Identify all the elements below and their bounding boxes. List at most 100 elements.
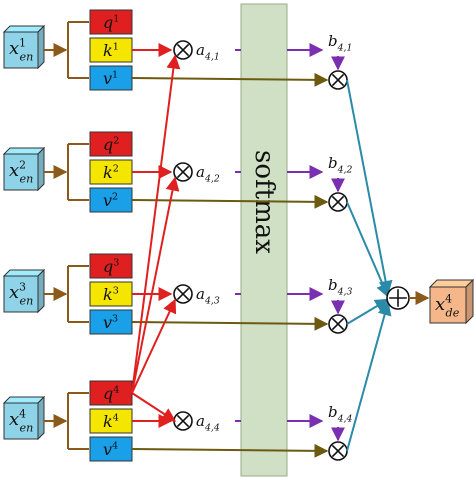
b-label-3-sub: 4,3 <box>337 287 353 298</box>
k-label-3-sup: 3 <box>113 285 119 296</box>
multiply-a-4 <box>173 411 193 431</box>
encoder-cube-4-side <box>37 395 45 441</box>
sum-arrow-2 <box>346 201 390 298</box>
decoder-label-sub: de <box>446 306 460 319</box>
v-label-1: v1 <box>103 69 118 88</box>
a-label-2-base: a <box>196 163 205 181</box>
b-label-1-sub: 4,1 <box>337 43 353 54</box>
multiply-a-4-stroke-b <box>176 414 190 428</box>
q-box-3 <box>89 253 133 279</box>
v-label-3-sup: 3 <box>112 313 118 324</box>
b-label-2-base: b <box>328 154 338 172</box>
multiply-b-2 <box>328 192 348 212</box>
k-label-3: k3 <box>103 285 119 304</box>
v-arrow-3 <box>131 316 329 331</box>
encoder-cube-3-top <box>2 269 46 277</box>
b-label-4-sub: 4,4 <box>337 414 353 425</box>
encoder-label-2-sup: 2 <box>19 158 26 171</box>
q4-fan-arrow-4 <box>131 392 177 422</box>
multiply-a-2-stroke-b <box>176 165 190 179</box>
q4-fan-arrow-2 <box>131 176 180 394</box>
v-box-2 <box>89 187 133 213</box>
q4-fan-arrow-1 <box>131 54 181 394</box>
v-label-3-base: v <box>103 313 112 332</box>
a-label-3-base: a <box>196 285 205 303</box>
multiply-a-2 <box>173 162 193 182</box>
sum-arrow-1 <box>346 79 393 295</box>
q-label-2: q2 <box>103 135 119 154</box>
v-label-1-base: v <box>103 69 112 88</box>
v-box-1 <box>89 65 133 91</box>
encoder-cube-4-front <box>3 402 39 440</box>
a-label-1-base: a <box>196 41 205 59</box>
q-label-4: q4 <box>103 384 119 403</box>
encoder-cube-1-side <box>37 24 45 70</box>
q-box-2 <box>89 131 133 157</box>
k-box-3 <box>89 281 133 307</box>
a-label-3-sub: 4,3 <box>204 296 220 307</box>
v-label-4-sup: 4 <box>112 440 118 451</box>
q-label-3-sup: 3 <box>113 257 119 268</box>
q-label-1: q1 <box>103 13 119 32</box>
encoder-label-4-sup: 4 <box>19 407 26 420</box>
decoder-label-sup: 4 <box>445 292 452 305</box>
multiply-b-3 <box>328 314 348 334</box>
encoder-label-1-sub: en <box>20 50 34 63</box>
a-label-1: a4,1 <box>196 41 220 63</box>
encoder-cube-4-top <box>2 396 46 404</box>
encoder-cube-3 <box>2 268 46 314</box>
encoder-cube-2-front <box>3 153 39 191</box>
q-label-1-sup: 1 <box>113 13 119 24</box>
encoder-cube-1-top <box>2 25 46 33</box>
a-label-4: a4,4 <box>196 412 220 434</box>
encoder-label-2-sub: en <box>20 172 34 185</box>
encoder-cube-3-front <box>3 275 39 313</box>
v-box-4 <box>89 436 133 462</box>
sum-arrow-4 <box>346 301 392 452</box>
k-label-4: k4 <box>103 412 119 431</box>
multiply-a-3 <box>173 284 193 304</box>
b-label-1-base: b <box>328 32 338 50</box>
k-label-1-sup: 1 <box>113 41 119 52</box>
encoder-label-1-base: x <box>9 38 19 59</box>
q-label-2-base: q <box>103 135 113 154</box>
v-label-4-base: v <box>103 440 112 459</box>
k-label-4-base: k <box>103 412 113 431</box>
encoder-cube-1-front <box>3 31 39 69</box>
v-label-1-sup: 1 <box>112 69 118 80</box>
multiply-b-4 <box>328 441 348 461</box>
a-label-4-sub: 4,4 <box>204 423 220 434</box>
k-label-4-sup: 4 <box>113 412 119 423</box>
encoder-label-2-base: x <box>9 160 19 181</box>
q-box-4 <box>89 380 133 406</box>
k-label-3-base: k <box>103 285 113 304</box>
encoder-cube-2-top <box>2 147 46 155</box>
multiply-a-1 <box>173 40 193 60</box>
multiply-b-1 <box>328 70 348 90</box>
encoder-cube-1 <box>2 24 46 70</box>
b-label-4: b4,4 <box>328 403 352 425</box>
encoder-cube-2-side <box>37 146 45 192</box>
a-label-2: a4,2 <box>196 163 220 185</box>
v-label-3: v3 <box>103 313 118 332</box>
multiply-b-1-stroke-b <box>331 73 345 87</box>
encoder-cube-2 <box>2 146 46 192</box>
decoder-cube <box>428 278 474 325</box>
b-label-4-base: b <box>328 403 338 421</box>
encoder-label-4-sub: en <box>20 421 34 434</box>
multiply-b-2-stroke-b <box>331 195 345 209</box>
encoder-cube-3-side <box>37 268 45 314</box>
k-label-1-base: k <box>103 41 113 60</box>
b-label-2-sub: 4,2 <box>337 165 353 176</box>
b-label-1: b4,1 <box>328 32 352 54</box>
